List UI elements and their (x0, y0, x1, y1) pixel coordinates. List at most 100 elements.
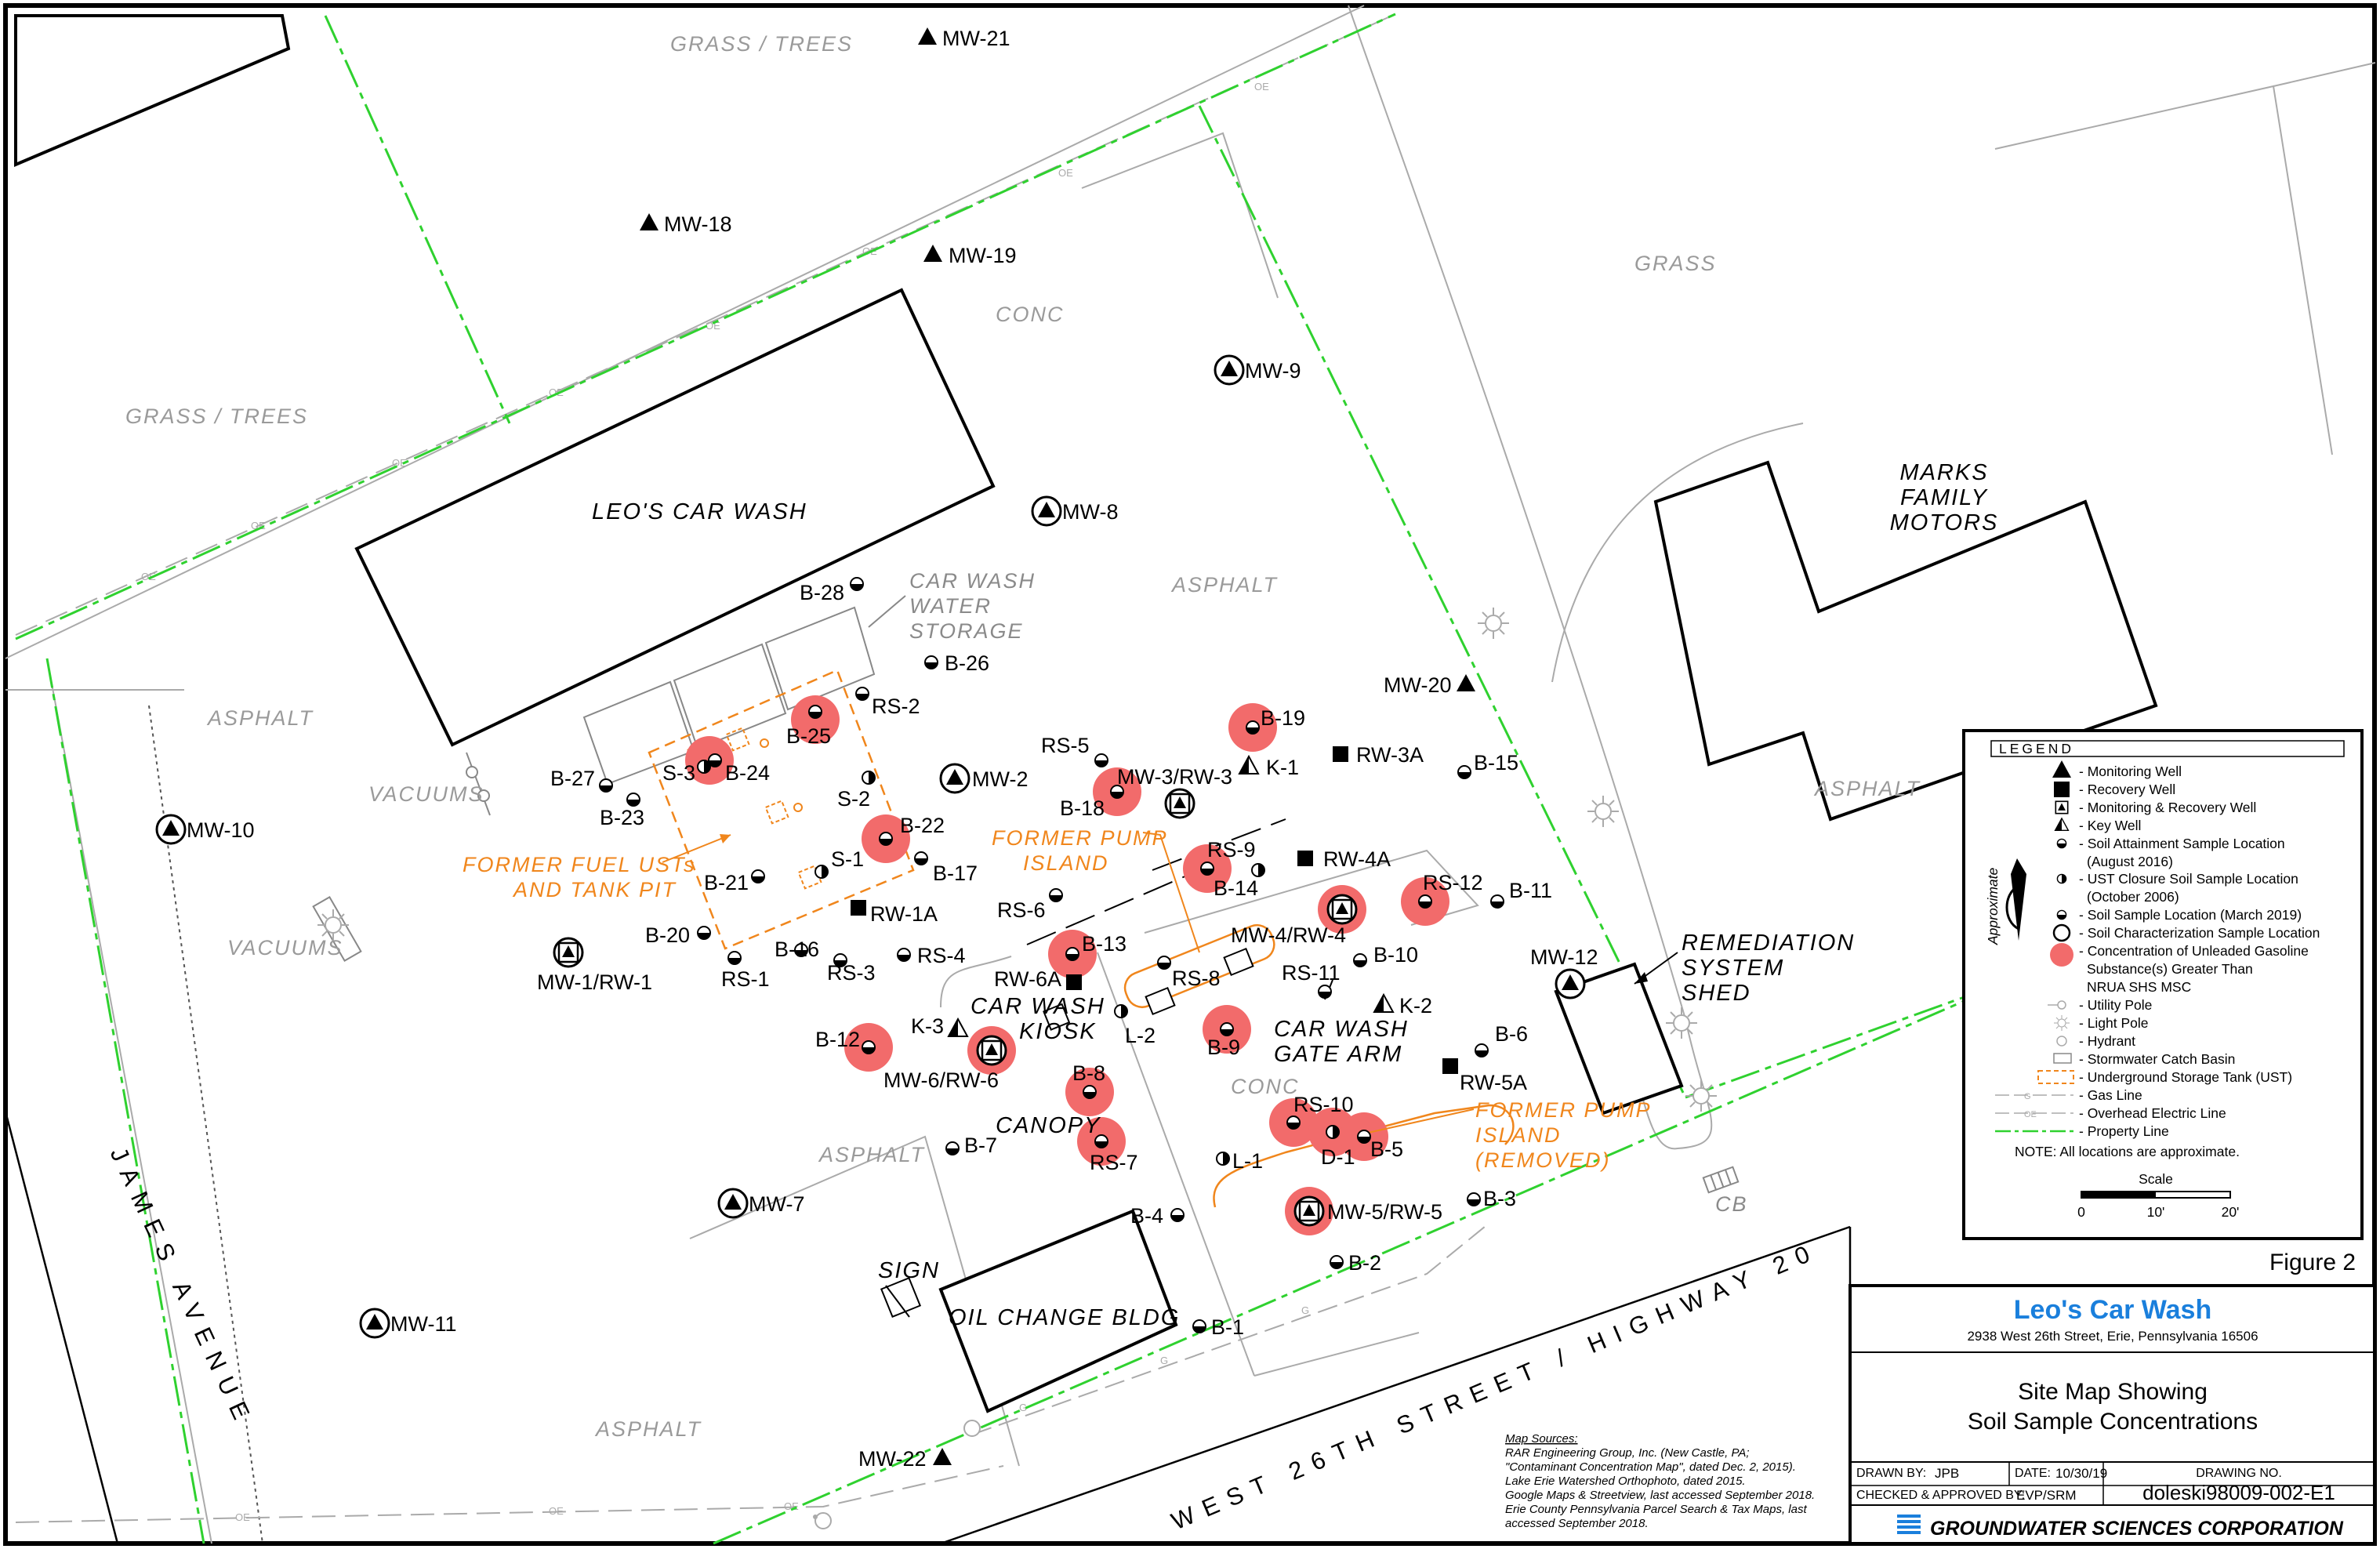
well-label: K-1 (1266, 756, 1299, 779)
well-label: RW-6A (994, 967, 1061, 991)
well-label: RW-1A (870, 902, 938, 926)
sample-label: RS-8 (1172, 967, 1221, 990)
legend-item: - Hydrant (2079, 1033, 2135, 1049)
sample-label: RS-4 (917, 944, 966, 967)
annotation-pump-island: FORMER PUMP (992, 826, 1168, 850)
building-label-marks: MOTORS (1890, 510, 1999, 535)
sample-label: B-17 (933, 862, 978, 885)
annotation-kiosk: KIOSK (1019, 1019, 1097, 1044)
sample-label: RS-11 (1282, 961, 1341, 985)
gas-line (971, 1222, 1490, 1435)
sample-label: B-3 (1483, 1187, 1516, 1210)
scale-label: Scale (2139, 1171, 2173, 1187)
well-label: MW-20 (1384, 673, 1452, 697)
scale-tick: 0 (2077, 1204, 2085, 1220)
sample-label: RS-2 (872, 695, 920, 718)
annotation-pump-island-removed: ISLAND (1475, 1123, 1562, 1147)
drawing-title: Site Map Showing (2018, 1379, 2208, 1405)
sample-label: B-27 (550, 767, 595, 790)
scale-tick: 10' (2147, 1204, 2165, 1220)
building-label-marks: MARKS (1899, 460, 1988, 485)
well-label: MW-4/RW-4 (1231, 923, 1346, 947)
well-label: MW-10 (187, 818, 255, 842)
sample-label: B-16 (775, 938, 819, 961)
gas-label: G (1019, 1402, 1027, 1413)
sample-label: B-24 (725, 761, 770, 785)
streets (4, 1111, 1852, 1545)
sample-label: RS-5 (1041, 734, 1090, 757)
sample-label: RS-12 (1423, 871, 1483, 894)
legend-item: - Light Pole (2079, 1015, 2149, 1031)
monitoring-wells: MW-21 MW-18 MW-19 MW-20 MW-22 (640, 27, 1475, 1471)
area-label: CONC (996, 303, 1065, 326)
sample-label: L-1 (1232, 1149, 1263, 1173)
oe-label: OE (1254, 81, 1269, 93)
sample-label: B-1 (1211, 1315, 1244, 1339)
well-label: MW-22 (858, 1447, 927, 1471)
building-label-oil-change: OIL CHANGE BLDG (949, 1305, 1180, 1330)
company-logo-icon (1897, 1515, 1921, 1534)
well-label: MW-21 (942, 27, 1010, 50)
former-ust-tank-pit (648, 669, 915, 950)
annotation-pump-island-removed: FORMER PUMP (1475, 1098, 1652, 1122)
drawing-number-label: DRAWING NO. (2196, 1467, 2282, 1480)
area-label: GRASS / TREES (125, 404, 308, 428)
sample-label: B-5 (1370, 1137, 1403, 1161)
gas-label: G (1301, 1304, 1309, 1316)
sample-label: B-22 (900, 814, 945, 837)
sample-label: RS-1 (721, 967, 770, 991)
sample-label: B-9 (1207, 1036, 1240, 1059)
annotation-gate-arm: GATE ARM (1274, 1042, 1402, 1067)
legend-item: - Gas Line (2079, 1087, 2142, 1103)
legend-note: NOTE: All locations are approximate. (2015, 1144, 2240, 1159)
sample-label: B-26 (945, 651, 989, 675)
site-name: Leo's Car Wash (2014, 1295, 2211, 1325)
overhead-electric-lines (15, 13, 1396, 1523)
sample-label: B-23 (600, 806, 644, 829)
annotation-sign: SIGN (878, 1258, 940, 1283)
key-wells: K-1 K-2 K-3 (911, 756, 1432, 1038)
legend-approximate: Approximate (1985, 867, 2001, 945)
sample-label: S-3 (662, 761, 695, 785)
building-label-shed: REMEDIATION (1682, 930, 1855, 956)
well-label: K-3 (911, 1014, 944, 1038)
oe-label: OE (141, 571, 156, 582)
oe-label: OE (1058, 167, 1073, 179)
annotation-pump-island-removed: (REMOVED) (1475, 1148, 1611, 1172)
legend-item: - Overhead Electric Line (2079, 1105, 2226, 1121)
area-label: VACUUMS (368, 782, 484, 806)
legend-item: NRUA SHS MSC (2087, 979, 2191, 995)
map-sources: Map Sources: RAR Engineering Group, Inc.… (1505, 1432, 1815, 1530)
building-label-shed: SYSTEM (1682, 956, 1784, 981)
area-label: ASPHALT (818, 1143, 926, 1166)
oe-label: OE (549, 1505, 564, 1517)
legend-item: - Soil Characterization Sample Location (2079, 925, 2320, 941)
legend-item: - Utility Pole (2079, 997, 2152, 1013)
recovery-wells: RW-3A RW-4A RW-1A RW-6A RW-5A (851, 743, 1527, 1094)
well-label: MW-9 (1245, 359, 1301, 383)
well-label: RW-4A (1323, 847, 1391, 871)
legend-item: - Recovery Well (2079, 782, 2175, 797)
legend-item: - UST Closure Soil Sample Location (2079, 871, 2298, 887)
annotation-gate-arm: CAR WASH (1274, 1017, 1409, 1042)
building-label-marks: FAMILY (1900, 485, 1989, 510)
well-label: MW-5/RW-5 (1327, 1200, 1442, 1224)
sample-label: B-6 (1495, 1022, 1528, 1046)
well-label: MW-6/RW-6 (883, 1068, 999, 1092)
area-label: VACUUMS (227, 936, 343, 960)
legend: LEGEND Approximate - Monitoring Well - R… (1962, 729, 2364, 1240)
area-labels: GRASS / TREES GRASS / TREES GRASS ASPHAL… (125, 32, 1920, 1441)
annotation-water-storage: WATER (909, 594, 992, 618)
drawn-by-label: DRAWN BY: (1856, 1467, 1926, 1480)
street-label-james: JAMES AVENUE (105, 1143, 259, 1433)
characterization-wells: MW-9 MW-8 MW-2 MW-10 MW-12 MW-7 MW-11 (155, 354, 1598, 1339)
legend-item: - Underground Storage Tank (UST) (2079, 1069, 2292, 1085)
sample-label: B-12 (815, 1028, 860, 1051)
legend-item: - Key Well (2079, 818, 2141, 833)
legend-gas-code: G (2024, 1092, 2031, 1101)
sample-locations: B-28 B-26 RS-2 B-25 S-3 B-24 B-27 B-23 S… (550, 577, 1552, 1339)
source-line: Map Sources: (1505, 1432, 1578, 1446)
sample-label: B-19 (1261, 706, 1305, 730)
annotation-fuel-usts: AND TANK PIT (512, 878, 677, 901)
sample-label: B-20 (645, 923, 690, 947)
